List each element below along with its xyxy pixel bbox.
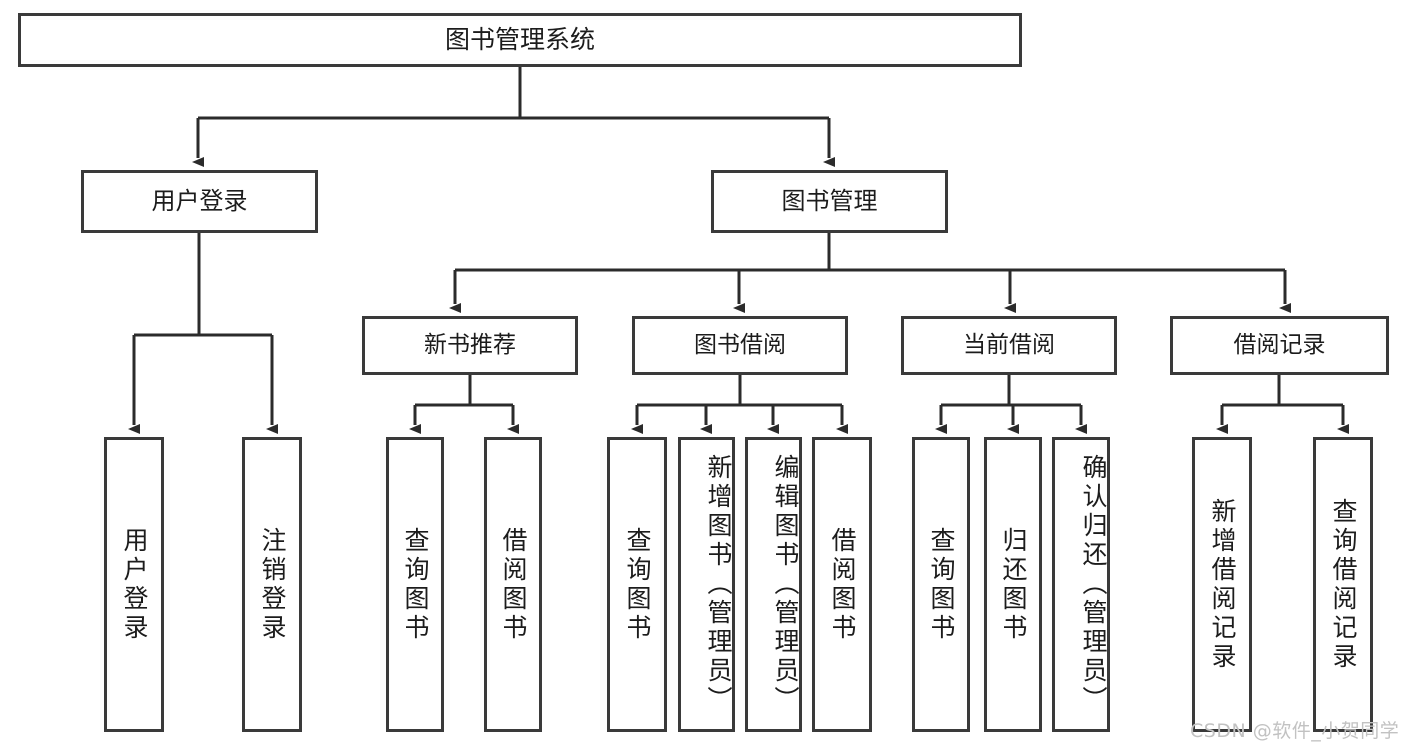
leaf-return-book[interactable]: 归还图书 [984, 437, 1042, 732]
leaf-edit-book-admin[interactable]: 编辑图书（管理员） [745, 437, 802, 732]
leaf-add-borrow-record[interactable]: 新增借阅记录 [1192, 437, 1252, 732]
leaf-borrow-book-recommend[interactable]: 借阅图书 [484, 437, 542, 732]
leaf-user-login[interactable]: 用户登录 [104, 437, 164, 732]
leaf-query-book-borrow[interactable]: 查询图书 [607, 437, 667, 732]
leaf-add-book-admin[interactable]: 新增图书（管理员） [678, 437, 735, 732]
leaf-confirm-return-admin[interactable]: 确认归还（管理员） [1052, 437, 1110, 732]
leaf-borrow-book[interactable]: 借阅图书 [812, 437, 872, 732]
leaf-logout[interactable]: 注销登录 [242, 437, 302, 732]
leaf-query-book-current[interactable]: 查询图书 [912, 437, 970, 732]
node-current-borrow[interactable]: 当前借阅 [901, 316, 1117, 375]
node-borrow-record[interactable]: 借阅记录 [1170, 316, 1389, 375]
csdn-watermark: CSDN @软件_小贺同学 [1190, 720, 1400, 742]
leaf-query-borrow-record[interactable]: 查询借阅记录 [1313, 437, 1373, 732]
leaf-query-book-recommend[interactable]: 查询图书 [386, 437, 444, 732]
node-book-borrow[interactable]: 图书借阅 [632, 316, 848, 375]
node-new-book-recommend[interactable]: 新书推荐 [362, 316, 578, 375]
node-user-login[interactable]: 用户登录 [81, 170, 318, 233]
node-root[interactable]: 图书管理系统 [18, 13, 1022, 67]
node-book-management[interactable]: 图书管理 [711, 170, 948, 233]
